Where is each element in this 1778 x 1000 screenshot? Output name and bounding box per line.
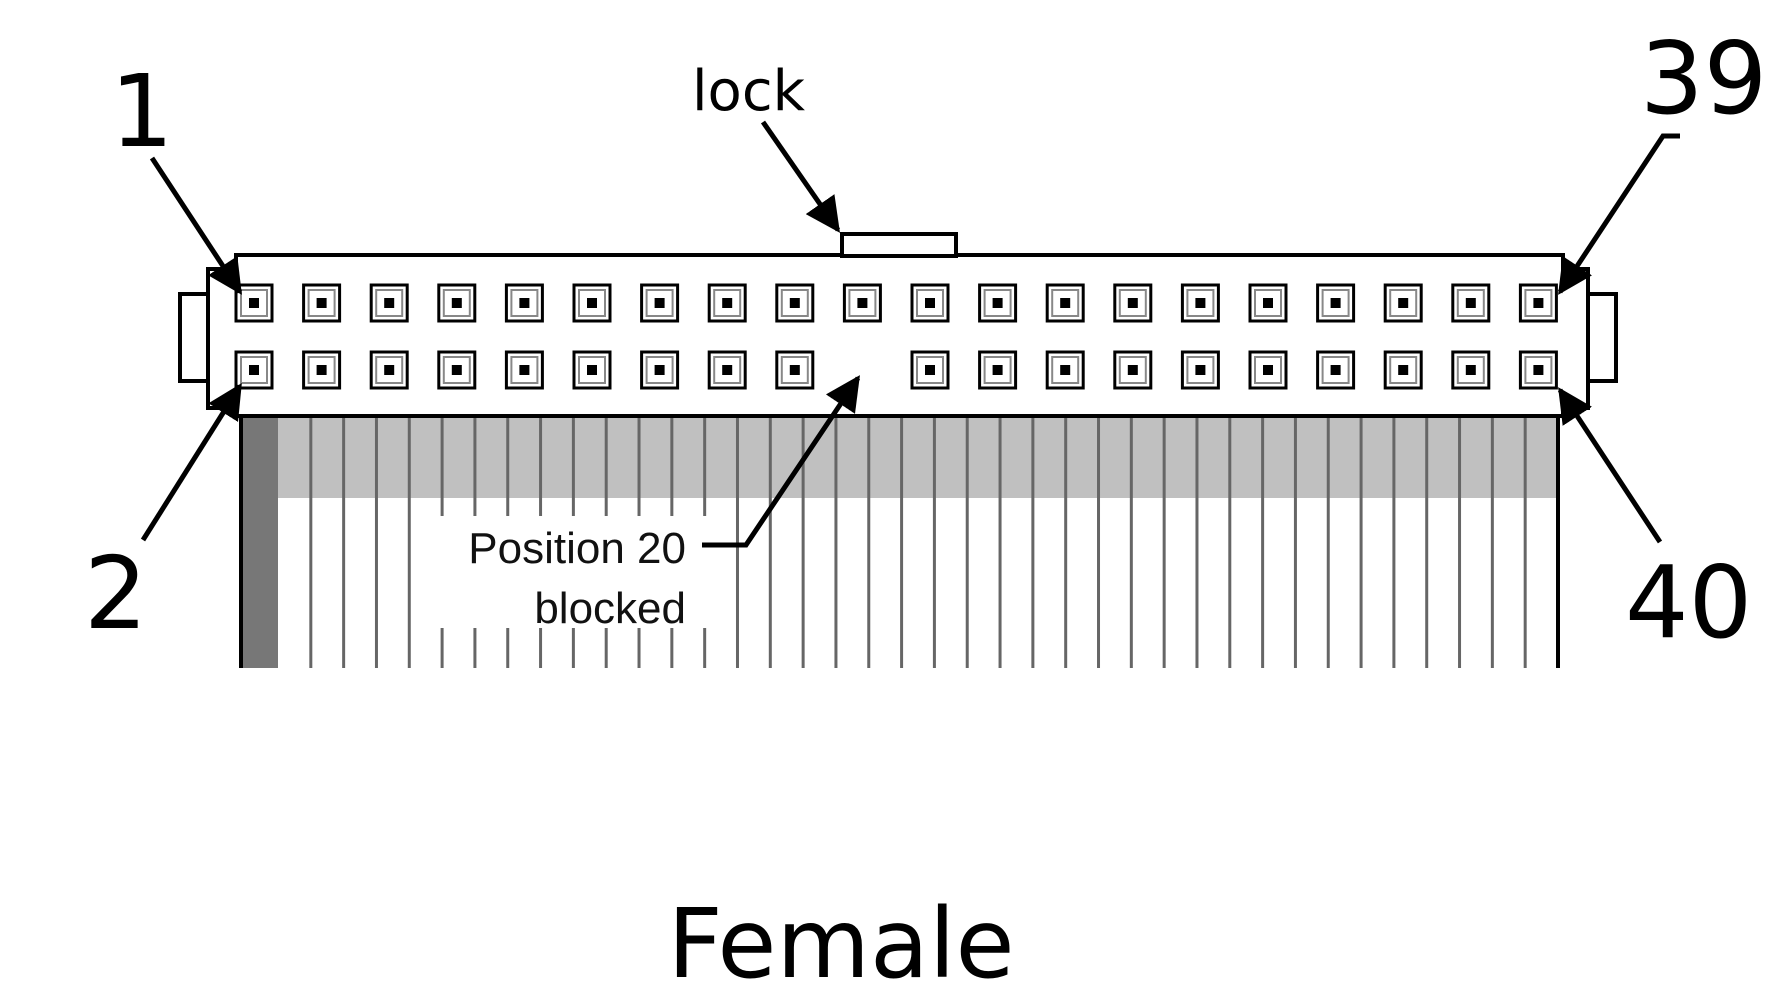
ribbon-cable bbox=[239, 418, 1560, 668]
pin-34 bbox=[1316, 350, 1356, 390]
pin-26 bbox=[1045, 350, 1085, 390]
housing-outline bbox=[206, 253, 1590, 418]
blocked-note-line2: blocked bbox=[534, 584, 686, 633]
pin-31 bbox=[1248, 283, 1288, 323]
pin-39 bbox=[1518, 283, 1558, 323]
pin-21 bbox=[910, 283, 950, 323]
arrow-pin-1 bbox=[149, 156, 243, 295]
pin-27 bbox=[1113, 283, 1153, 323]
arrow-pin-40 bbox=[1557, 387, 1663, 544]
pin-16 bbox=[707, 350, 747, 390]
pin-grid bbox=[234, 283, 1558, 390]
pin-36 bbox=[1383, 350, 1423, 390]
arrow-pin-39 bbox=[1557, 133, 1680, 295]
pin-22 bbox=[910, 350, 950, 390]
pin-29 bbox=[1180, 283, 1220, 323]
arrow-position-20 bbox=[702, 375, 861, 548]
pin-38 bbox=[1451, 350, 1491, 390]
pin-label-1: 1 bbox=[110, 53, 174, 170]
caption-female: Female bbox=[667, 888, 1014, 1000]
note-backdrop bbox=[425, 516, 710, 628]
pin-19 bbox=[842, 283, 882, 323]
pin-1 bbox=[234, 283, 274, 323]
pin-30 bbox=[1180, 350, 1220, 390]
pin-33 bbox=[1316, 283, 1356, 323]
pin-12 bbox=[572, 350, 612, 390]
pin-5 bbox=[369, 283, 409, 323]
ribbon-gray-band bbox=[240, 418, 1558, 498]
ribbon-pin1-stripe bbox=[242, 418, 278, 668]
left-ear bbox=[178, 292, 208, 383]
arrow-pin-2 bbox=[140, 383, 243, 542]
pin-14 bbox=[640, 350, 680, 390]
pin-8 bbox=[437, 350, 477, 390]
pin-35 bbox=[1383, 283, 1423, 323]
pin-23 bbox=[978, 283, 1018, 323]
connector-housing bbox=[178, 232, 1618, 418]
pin-40 bbox=[1518, 350, 1558, 390]
pin-25 bbox=[1045, 283, 1085, 323]
pin-37 bbox=[1451, 283, 1491, 323]
pin-4 bbox=[302, 350, 342, 390]
pin-label-2: 2 bbox=[84, 535, 148, 652]
pin-10 bbox=[504, 350, 544, 390]
pin-6 bbox=[369, 350, 409, 390]
pin-label-40: 40 bbox=[1625, 544, 1752, 661]
pin-18 bbox=[775, 350, 815, 390]
pin-7 bbox=[437, 283, 477, 323]
lock-tab bbox=[840, 232, 958, 258]
right-ear bbox=[1588, 292, 1618, 383]
arrow-lock bbox=[760, 120, 841, 233]
lock-label: lock bbox=[692, 59, 806, 124]
pin-28 bbox=[1113, 350, 1153, 390]
pin-label-39: 39 bbox=[1640, 20, 1767, 137]
pin-24 bbox=[978, 350, 1018, 390]
pin-13 bbox=[640, 283, 680, 323]
pin-3 bbox=[302, 283, 342, 323]
pin-15 bbox=[707, 283, 747, 323]
blocked-note-line1: Position 20 bbox=[468, 524, 686, 573]
pin-17 bbox=[775, 283, 815, 323]
pin-32 bbox=[1248, 350, 1288, 390]
callout-arrows bbox=[140, 120, 1680, 548]
pin-2 bbox=[234, 350, 274, 390]
pin-9 bbox=[504, 283, 544, 323]
pin-11 bbox=[572, 283, 612, 323]
